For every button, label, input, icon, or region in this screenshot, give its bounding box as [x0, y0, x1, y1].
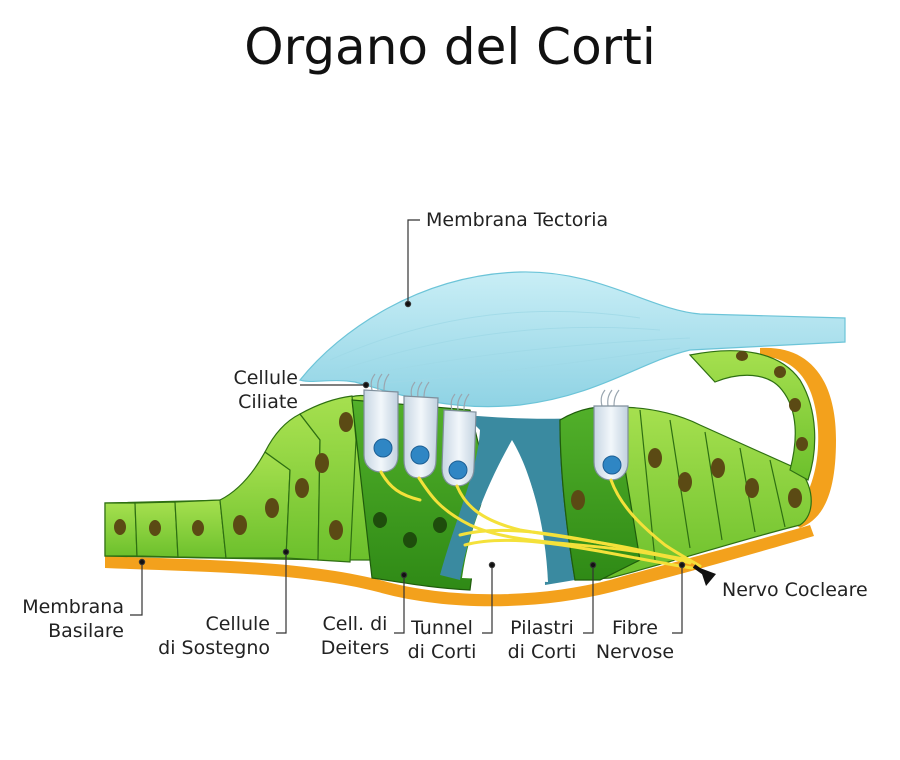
tectorial-striations — [329, 310, 691, 385]
label-tunnel-corti: Tunnel di Corti — [402, 616, 482, 664]
label-cellule-ciliate-line1: Cellule — [233, 367, 298, 389]
nerve-fibres — [379, 470, 702, 570]
right-cell-nuclei — [571, 448, 802, 510]
label-cell-deiters-line2: Deiters — [320, 637, 390, 659]
label-cellule-ciliate-line2: Ciliate — [238, 391, 298, 413]
label-cellule-sostegno-line1: Cellule — [205, 613, 270, 635]
stereocilia — [370, 373, 620, 411]
label-cellule-sostegno-line2: di Sostegno — [158, 637, 270, 659]
deiters-nuclei — [373, 512, 447, 548]
flat-cell-nuclei — [114, 519, 204, 536]
curved-cell-nuclei — [736, 351, 808, 451]
label-tunnel-corti-line1: Tunnel — [411, 617, 473, 639]
diagram-title: Organo del Corti — [244, 18, 656, 76]
label-cellule-sostegno: Cellule di Sostegno — [150, 612, 270, 660]
label-cellule-ciliate: Cellule Ciliate — [214, 366, 298, 414]
leader-lines — [130, 219, 686, 634]
tall-cell-nuclei — [233, 412, 353, 540]
nerve-arrow-shaft — [692, 564, 710, 578]
label-membrana-basilare: Membrana Basilare — [8, 595, 124, 643]
label-fibre-nervose-line1: Fibre — [612, 617, 658, 639]
label-cell-deiters: Cell. di Deiters — [316, 612, 394, 660]
hair-cell-nuclei — [373, 438, 622, 480]
label-membrana-basilare-line2: Basilare — [48, 620, 124, 642]
right-membrane — [760, 347, 836, 528]
label-fibre-nervose-line2: Nervose — [595, 641, 675, 663]
label-cell-deiters-line1: Cell. di — [322, 613, 388, 635]
label-tunnel-corti-line2: di Corti — [407, 641, 477, 663]
tall-cells-left — [219, 395, 357, 563]
label-membrana-basilare-line1: Membrana — [22, 596, 124, 618]
label-pilastri-corti-line1: Pilastri — [510, 617, 574, 639]
right-curved-cells — [688, 350, 816, 481]
label-pilastri-corti: Pilastri di Corti — [500, 616, 584, 664]
label-nervo-cocleare: Nervo Cocleare — [722, 579, 868, 601]
hair-cells — [363, 389, 629, 487]
tunnel-of-corti — [462, 445, 548, 582]
label-pilastri-corti-line2: di Corti — [507, 641, 577, 663]
label-membrana-tectoria: Membrana Tectoria — [426, 209, 609, 231]
label-fibre-nervose: Fibre Nervose — [592, 616, 678, 664]
